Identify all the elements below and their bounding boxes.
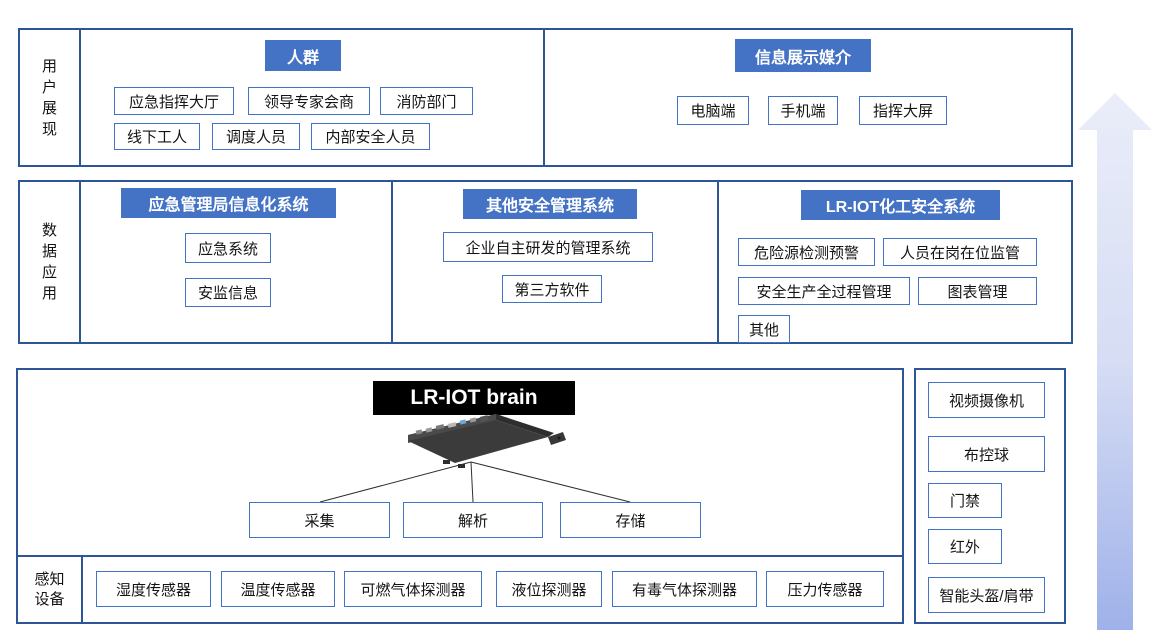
crowd-item: 消防部门 bbox=[380, 87, 473, 115]
brain-title: LR-IOT brain bbox=[373, 381, 575, 415]
divider-sensing bbox=[18, 555, 902, 557]
media-item: 手机端 bbox=[768, 96, 838, 125]
media-header: 信息展示媒介 bbox=[735, 39, 871, 72]
sensor-item: 湿度传感器 bbox=[96, 571, 211, 607]
media-item: 电脑端 bbox=[677, 96, 749, 125]
sensing-label: 感知设备 bbox=[34, 570, 65, 608]
section-devices: 视频摄像机 布控球 门禁 红外 智能头盔/肩带 bbox=[914, 368, 1066, 624]
sensing-label-cell: 感知设备 bbox=[18, 557, 83, 622]
sensor-item: 有毒气体探测器 bbox=[612, 571, 757, 607]
device-item: 视频摄像机 bbox=[928, 382, 1045, 418]
crowd-item: 应急指挥大厅 bbox=[114, 87, 234, 115]
rack-server bbox=[408, 414, 566, 468]
section-user-display-label-cell: 用户展现 bbox=[20, 30, 81, 165]
system-item: 人员在岗在位监管 bbox=[883, 238, 1037, 266]
system-item: 第三方软件 bbox=[502, 275, 602, 303]
sensor-item: 压力传感器 bbox=[766, 571, 884, 607]
section-data-application-label: 数据应用 bbox=[41, 222, 57, 302]
system-item: 其他 bbox=[738, 315, 790, 343]
sensor-item: 可燃气体探测器 bbox=[344, 571, 482, 607]
crowd-item: 内部安全人员 bbox=[311, 123, 430, 150]
lr-iot-chemical-header: LR-IOT化工安全系统 bbox=[801, 190, 1000, 220]
system-item: 应急系统 bbox=[185, 233, 271, 263]
sensor-item: 温度传感器 bbox=[221, 571, 335, 607]
section-data-application-label-cell: 数据应用 bbox=[20, 182, 81, 342]
section-user-display: 用户展现 人群 应急指挥大厅 领导专家会商 消防部门 线下工人 调度人员 内部安… bbox=[18, 28, 1073, 167]
device-item: 布控球 bbox=[928, 436, 1045, 472]
divider-col2-col3 bbox=[717, 182, 719, 342]
system-item: 企业自主研发的管理系统 bbox=[443, 232, 653, 262]
crowd-item: 领导专家会商 bbox=[248, 87, 370, 115]
section-data-application: 数据应用 应急管理局信息化系统 应急系统 安监信息 其他安全管理系统 企业自主研… bbox=[18, 180, 1073, 344]
crowd-item: 调度人员 bbox=[212, 123, 300, 150]
device-item: 智能头盔/肩带 bbox=[928, 577, 1045, 613]
connector-lines bbox=[319, 461, 631, 503]
system-item: 安监信息 bbox=[185, 278, 271, 307]
other-safety-header: 其他安全管理系统 bbox=[463, 189, 637, 219]
emergency-bureau-header: 应急管理局信息化系统 bbox=[121, 188, 336, 218]
sensor-item: 液位探测器 bbox=[496, 571, 602, 607]
up-arrow-icon bbox=[1078, 93, 1152, 630]
function-item: 采集 bbox=[249, 502, 390, 538]
media-item: 指挥大屏 bbox=[859, 96, 947, 125]
function-item: 存储 bbox=[560, 502, 701, 538]
section-user-display-label: 用户展现 bbox=[41, 57, 57, 138]
crowd-item: 线下工人 bbox=[114, 123, 200, 150]
divider-col1-col2 bbox=[391, 182, 393, 342]
system-item: 危险源检测预警 bbox=[738, 238, 875, 266]
divider-crowd-media bbox=[543, 30, 545, 165]
crowd-header: 人群 bbox=[265, 40, 341, 71]
device-item: 红外 bbox=[928, 529, 1002, 564]
system-item: 安全生产全过程管理 bbox=[738, 277, 910, 305]
function-item: 解析 bbox=[403, 502, 543, 538]
section-platform: LR-IOT brain bbox=[16, 368, 904, 624]
system-item: 图表管理 bbox=[918, 277, 1037, 305]
device-item: 门禁 bbox=[928, 483, 1002, 518]
